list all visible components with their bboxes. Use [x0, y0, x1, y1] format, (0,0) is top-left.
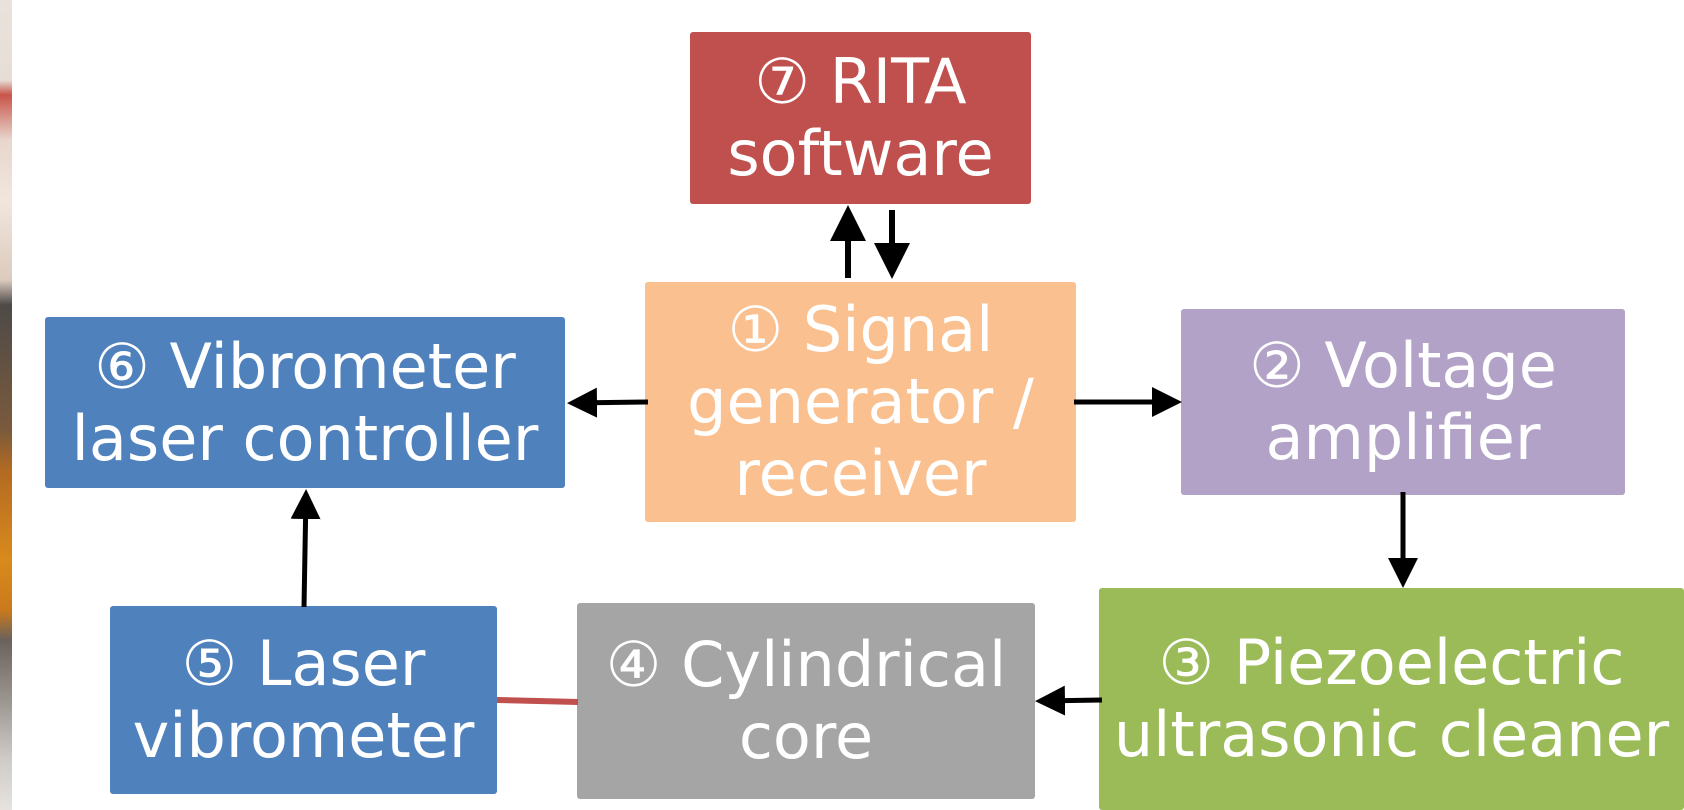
signal-generator-label: ① Signal generator / receiver: [687, 293, 1034, 510]
arrow-cleaner-to-core: [1035, 685, 1103, 716]
cylindrical-core-box: ④ Cylindrical core: [577, 603, 1035, 799]
laser-vibrometer-label: ⑤ Laser vibrometer: [132, 627, 475, 772]
signal-generator-box: ① Signal generator / receiver: [645, 282, 1076, 522]
piezoelectric-ultrasonic-cleaner-box: ③ Piezoelectric ultrasonic cleaner: [1099, 588, 1684, 810]
rita-software-box: ⑦ RITA software: [690, 32, 1031, 204]
laser-vibrometer-box: ⑤ Laser vibrometer: [110, 606, 497, 794]
vibrometer-laser-controller-box: ⑥ Vibrometer laser controller: [45, 317, 565, 488]
rita-software-label: ⑦ RITA software: [727, 45, 994, 190]
arrow-signal-to-controller: [567, 387, 649, 418]
voltage-amplifier-box: ② Voltage amplifier: [1181, 309, 1625, 495]
vibrometer-laser-controller-label: ⑥ Vibrometer laser controller: [71, 329, 539, 475]
cylindrical-core-label: ④ Cylindrical core: [605, 628, 1007, 773]
optical-link-laser-to-core: [496, 697, 579, 705]
arrow-laser-to-controller: [290, 489, 321, 608]
piezoelectric-ultrasonic-cleaner-label: ③ Piezoelectric ultrasonic cleaner: [1113, 626, 1670, 771]
photo-background-strip: [0, 0, 12, 810]
voltage-amplifier-label: ② Voltage amplifier: [1249, 329, 1557, 474]
